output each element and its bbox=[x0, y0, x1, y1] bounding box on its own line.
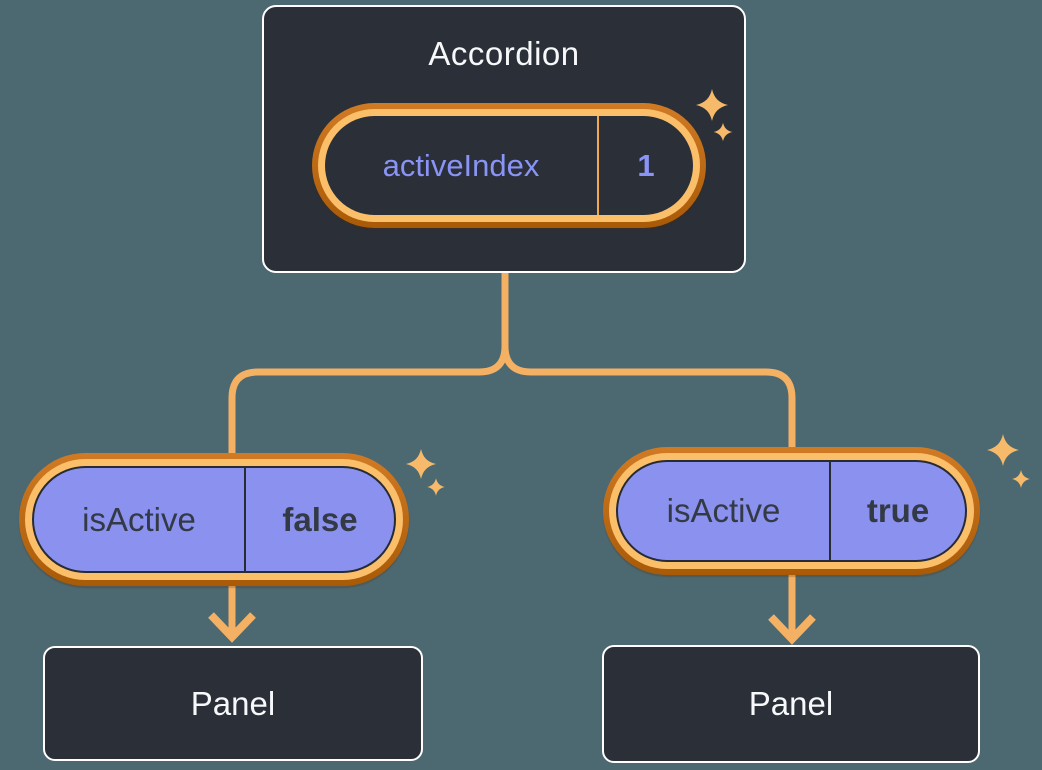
left-arrow-down-icon bbox=[208, 612, 256, 643]
panel-box-left: Panel bbox=[43, 646, 423, 761]
prop-pill-ring: isActive true bbox=[609, 453, 974, 569]
state-value: 1 bbox=[637, 147, 655, 183]
state-name: activeIndex bbox=[325, 116, 599, 215]
prop-name: isActive bbox=[618, 462, 831, 560]
state-pill-ring: activeIndex 1 bbox=[318, 109, 700, 222]
sparkle-small-icon bbox=[1012, 470, 1030, 488]
right-branch-line bbox=[501, 345, 796, 635]
prop-pill-body: isActive true bbox=[616, 460, 967, 562]
panel-box-right: Panel bbox=[602, 645, 980, 763]
state-pill: activeIndex 1 bbox=[312, 103, 706, 228]
sparkle-large-icon bbox=[696, 89, 728, 121]
left-branch-line bbox=[228, 345, 509, 633]
right-arrow-down-icon bbox=[768, 614, 816, 645]
prop-name: isActive bbox=[34, 468, 246, 571]
accordion-box: Accordion activeIndex 1 bbox=[262, 5, 746, 273]
prop-pill-isactive-true: isActive true bbox=[603, 447, 980, 575]
sparkle-icon-left-pill bbox=[406, 449, 445, 496]
sparkle-small-icon bbox=[427, 478, 445, 496]
panel-label: Panel bbox=[190, 684, 276, 722]
prop-pill-body: isActive false bbox=[32, 466, 396, 573]
sparkle-icon-accordion bbox=[696, 89, 733, 142]
accordion-title: Accordion bbox=[428, 35, 580, 72]
sparkle-large-icon bbox=[406, 449, 436, 479]
sparkle-icon-right-pill bbox=[987, 434, 1030, 488]
panel-label: Panel bbox=[748, 685, 834, 722]
prop-value: true bbox=[866, 492, 930, 529]
sparkle-large-icon bbox=[987, 434, 1019, 466]
prop-pill-ring: isActive false bbox=[25, 459, 403, 580]
prop-pill-isactive-false: isActive false bbox=[19, 453, 409, 586]
sparkle-small-icon bbox=[713, 122, 733, 142]
state-pill-body: activeIndex 1 bbox=[325, 116, 693, 215]
prop-value: false bbox=[282, 500, 358, 538]
